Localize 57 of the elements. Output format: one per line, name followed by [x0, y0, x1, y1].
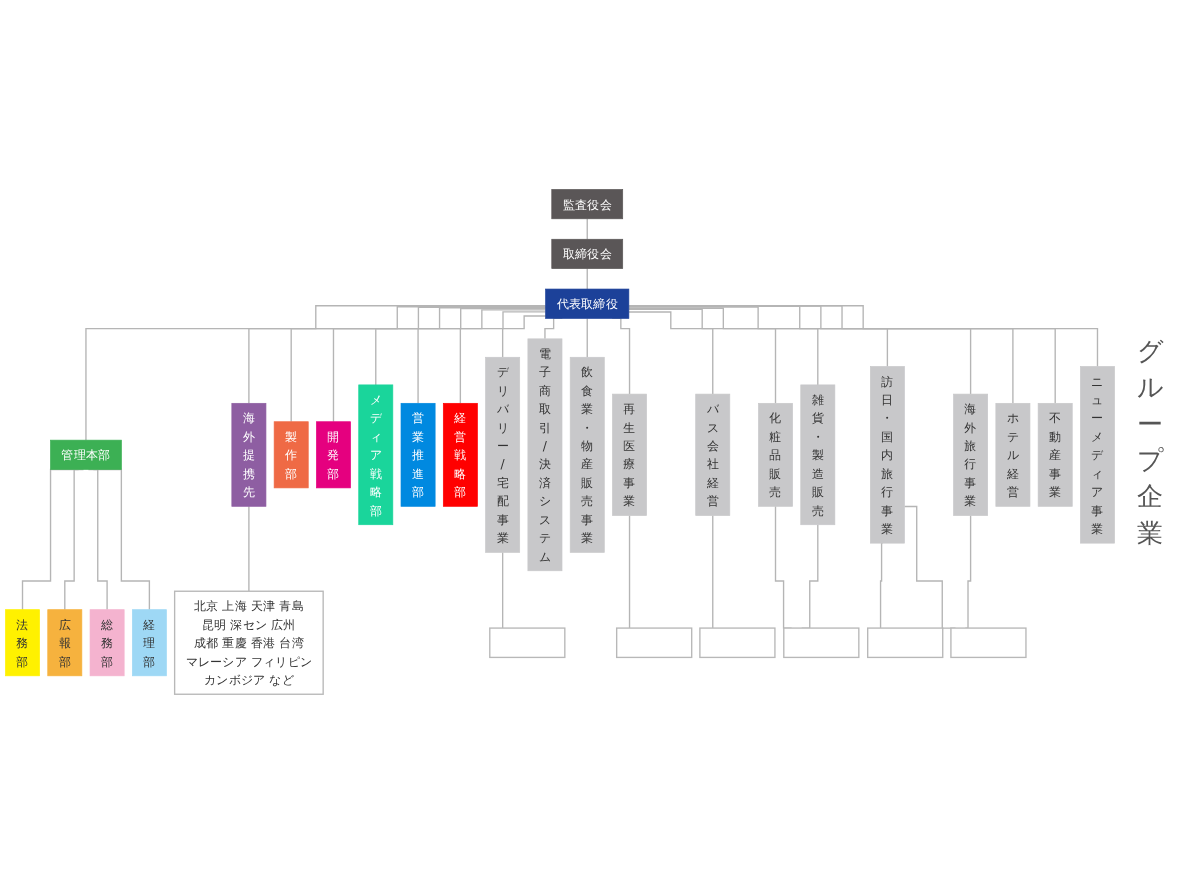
connector — [248, 505, 250, 593]
node-box: 化粧品販売 — [758, 403, 793, 507]
node-box: 経理部 — [132, 609, 167, 677]
node-box: 訪日・国内旅行事業 — [870, 366, 905, 544]
node-box: ホテル経営 — [995, 403, 1031, 507]
connector — [628, 307, 819, 386]
node-box: 再生医療事業 — [612, 393, 647, 516]
node-box: 海外旅行事業 — [953, 393, 988, 516]
node-box: 広報部 — [47, 609, 83, 677]
node-box: 不動産事業 — [1037, 403, 1073, 507]
node-box: 取締役会 — [551, 239, 624, 270]
connector — [290, 306, 547, 423]
connector — [628, 308, 777, 405]
node-box: 総務部 — [89, 609, 125, 677]
node-box: 営業推進部 — [400, 403, 436, 507]
node-box — [867, 627, 944, 659]
node-box: 代表取締役 — [545, 288, 630, 319]
connector — [375, 308, 547, 386]
node-box — [489, 627, 566, 659]
connector — [628, 306, 889, 368]
node-box: 雑貨・製造販売 — [800, 384, 836, 526]
node-box: 経営戦略部 — [442, 403, 478, 507]
connector — [879, 542, 884, 629]
connector — [628, 305, 1099, 368]
node-box: 法務部 — [5, 609, 40, 677]
connector — [628, 515, 631, 629]
node-box — [699, 627, 776, 659]
node-box — [616, 627, 693, 659]
connector — [586, 268, 588, 290]
connector — [964, 515, 972, 629]
node-box: バス会社経営 — [695, 393, 731, 516]
connector — [248, 306, 547, 405]
node-box: 監査役会 — [551, 189, 624, 220]
connector — [85, 305, 547, 441]
node-box: 電子商取引/決済システム — [527, 338, 563, 572]
node-box: ニューメディア事業 — [1080, 366, 1115, 544]
node-box: 開発部 — [316, 421, 351, 489]
node-box: 管理本部 — [50, 439, 122, 470]
node-box: デリバリー/宅配事業 — [485, 357, 521, 553]
node-box: 海外提携先 — [231, 403, 267, 507]
group-label: グループ企業 — [1135, 334, 1165, 550]
connector — [417, 309, 547, 405]
connector — [628, 311, 714, 395]
connector — [628, 305, 972, 395]
node-box: メディア戦略部 — [358, 384, 394, 526]
connector — [501, 315, 547, 359]
node-box: 北京 上海 天津 青島 昆明 深セン 広州 成都 重慶 香港 台湾 マレーシア フィリピン カンボジア など — [173, 590, 324, 696]
node-box: 製作部 — [273, 421, 309, 489]
node-box: 飲食業・物産販売事業 — [569, 357, 605, 553]
node-box — [950, 627, 1027, 659]
node-box — [783, 627, 860, 659]
connector — [501, 551, 504, 629]
connector — [712, 515, 714, 629]
connector — [332, 307, 547, 423]
connector — [459, 311, 547, 405]
connector — [586, 218, 588, 241]
connector — [586, 317, 588, 359]
